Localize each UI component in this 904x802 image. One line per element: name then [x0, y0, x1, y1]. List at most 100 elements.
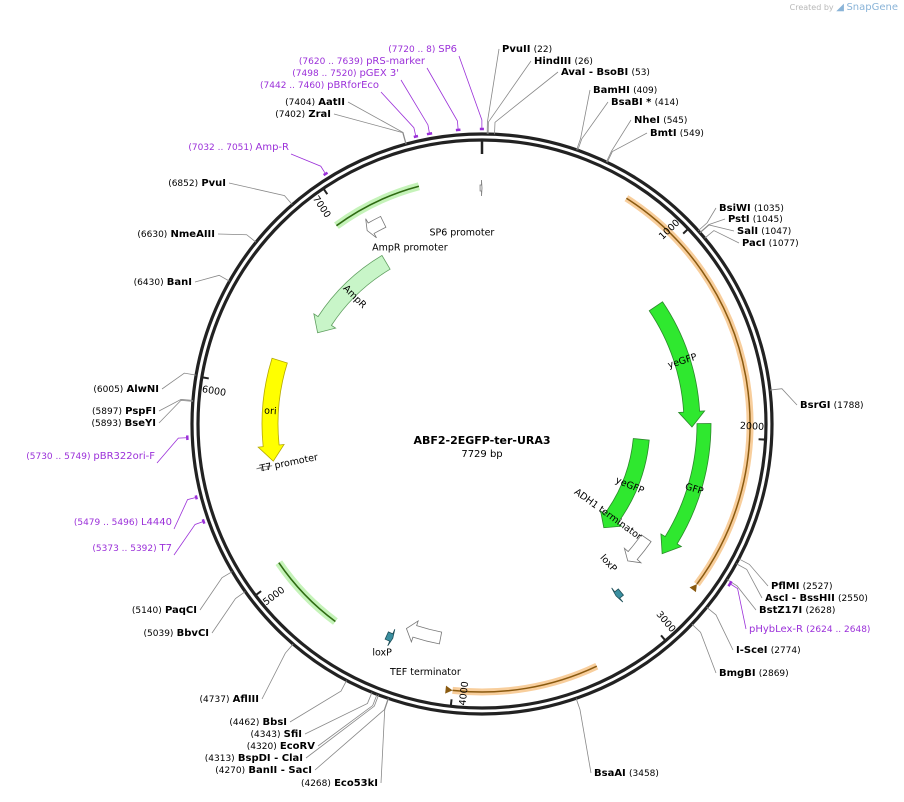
enzyme-leader-line — [304, 692, 373, 735]
enzyme-leader-line — [605, 119, 632, 163]
primer-leader-line — [290, 153, 326, 174]
orange-arc — [452, 665, 598, 693]
enzyme-label: BmgBI (2869) — [719, 668, 789, 679]
enzyme-leader-line — [769, 388, 798, 406]
enzyme-position: (5039) — [144, 629, 174, 639]
enzyme-leader-line — [161, 372, 197, 390]
enzyme-site-pvuii: PvuII (22) — [486, 44, 552, 135]
enzyme-site-i-scei: I-SceI (2774) — [706, 607, 801, 656]
enzyme-site-bani: (6430) BanI — [134, 274, 230, 288]
enzyme-label: PstI (1045) — [728, 214, 783, 225]
enzyme-label: PacI (1077) — [742, 238, 799, 249]
enzyme-leader-line — [158, 399, 193, 412]
enzyme-site-nmeaiii: (6630) NmeAIII — [137, 229, 257, 243]
snapgene-branding: Created by ◢ SnapGene — [790, 2, 898, 13]
enzyme-leader-line — [211, 591, 246, 634]
primer-name: L4440 — [141, 517, 172, 528]
enzyme-leader-line — [317, 694, 378, 747]
feature-label-ampr-promoter: AmpR promoter — [372, 243, 448, 254]
feature-arrow-tef-terminator — [405, 619, 443, 645]
enzyme-position: (5893) — [92, 419, 122, 429]
primer-range: (7442 .. 7460) — [260, 81, 327, 91]
enzyme-name: AlwNI — [127, 384, 160, 395]
enzyme-name: PacI — [742, 238, 765, 249]
enzyme-name: SfiI — [284, 729, 302, 740]
primer-name: pBR322ori-F — [93, 451, 155, 462]
enzyme-leader-line — [314, 698, 389, 771]
enzyme-label: BsaBI * (414) — [611, 97, 679, 108]
primer-name: pHybLex-R — [749, 624, 806, 635]
enzyme-label: (4320) EcoRV — [247, 741, 315, 752]
enzyme-position: (4320) — [247, 742, 277, 752]
enzyme-name: BspDI - ClaI — [238, 753, 303, 764]
enzyme-site-bsrgi: BsrGI (1788) — [769, 388, 864, 411]
enzyme-leader-line — [704, 230, 740, 244]
enzyme-position: (414) — [655, 98, 679, 108]
enzyme-position: (3458) — [629, 769, 659, 779]
enzyme-label: BmtI (549) — [650, 128, 704, 139]
enzyme-leader-line — [706, 607, 734, 651]
primer-sp6: (7720 .. 8) SP6 — [388, 44, 484, 131]
enzyme-leader-line — [158, 399, 193, 424]
feature-label-loxp: loxP — [372, 648, 392, 659]
enzyme-site-pflmi: PflMI (2527) — [738, 558, 833, 592]
enzyme-name: NheI — [634, 115, 660, 126]
enzyme-site-aatii: (7404) AatII — [285, 97, 407, 145]
enzyme-site-bsiwi: BsiWI (1035) — [697, 203, 784, 232]
enzyme-label: (6852) PvuI — [168, 178, 226, 189]
enzyme-site-bsabi: BsaBI * (414) — [577, 97, 679, 151]
scale-tick-label: 5000 — [261, 585, 287, 608]
enzyme-position: (1047) — [761, 227, 791, 237]
enzyme-label: (4268) Eco53kI — [301, 778, 378, 789]
enzyme-leader-line — [736, 563, 763, 599]
primer-leader-line — [173, 497, 196, 530]
primer-range: (5373 .. 5392) — [92, 544, 159, 554]
orange-arcs-layer — [275, 182, 754, 696]
primer-range: (7498 .. 7520) — [292, 69, 359, 79]
enzyme-label: (6630) NmeAIII — [137, 229, 215, 240]
enzyme-leader-line — [333, 113, 407, 145]
enzyme-leader-line — [486, 48, 500, 135]
enzyme-name: SalI — [737, 226, 758, 237]
enzyme-leader-line — [261, 643, 294, 700]
scale-tick — [322, 187, 329, 195]
enzyme-label: BsiWI (1035) — [719, 203, 784, 214]
primer-name: pRS-marker — [366, 56, 426, 67]
enzyme-name: BsiWI — [719, 203, 751, 214]
primer-l4440: (5479 .. 5496) L4440 — [74, 495, 198, 530]
orange-arc-arrowhead — [689, 584, 697, 593]
enzyme-position: (545) — [663, 116, 687, 126]
primer-name: T7 — [159, 543, 172, 554]
enzyme-name: AatII — [318, 97, 345, 108]
enzyme-label: (7404) AatII — [285, 97, 345, 108]
enzyme-label: (4737) AflIII — [200, 694, 259, 705]
enzyme-position: (2869) — [759, 669, 789, 679]
enzyme-leader-line — [380, 698, 389, 784]
enzyme-label: (6005) AlwNI — [93, 384, 159, 395]
primer-label: (5373 .. 5392) T7 — [92, 543, 172, 554]
primer-name: pBRforEco — [327, 80, 379, 91]
created-by-text: Created by — [789, 3, 834, 12]
green-arc — [278, 562, 336, 623]
enzyme-position: (26) — [574, 57, 592, 67]
primer-leader-line — [730, 583, 747, 630]
scale-tick-label: 4000 — [458, 681, 472, 706]
enzyme-site-nhei: NheI (545) — [605, 115, 687, 163]
enzyme-name: BbvCI — [177, 628, 209, 639]
enzyme-leader-line — [577, 101, 609, 151]
primer-name: pGEX 3' — [359, 68, 399, 79]
enzyme-leader-line — [347, 101, 407, 145]
feature-label-gfp: GFP — [684, 481, 705, 497]
enzyme-name: BanI — [167, 277, 192, 288]
enzyme-leader-line — [606, 132, 648, 163]
primer-leader-line — [173, 521, 203, 556]
enzyme-site-bseyi: (5893) BseYI — [92, 399, 193, 429]
enzyme-position: (2628) — [805, 606, 835, 616]
enzyme-leader-line — [289, 680, 347, 723]
primer-prs-marker: (7620 .. 7639) pRS-marker — [299, 56, 461, 132]
primer-pbrforeco: (7442 .. 7460) pBRforEco — [260, 80, 419, 139]
enzyme-position: (549) — [680, 129, 704, 139]
